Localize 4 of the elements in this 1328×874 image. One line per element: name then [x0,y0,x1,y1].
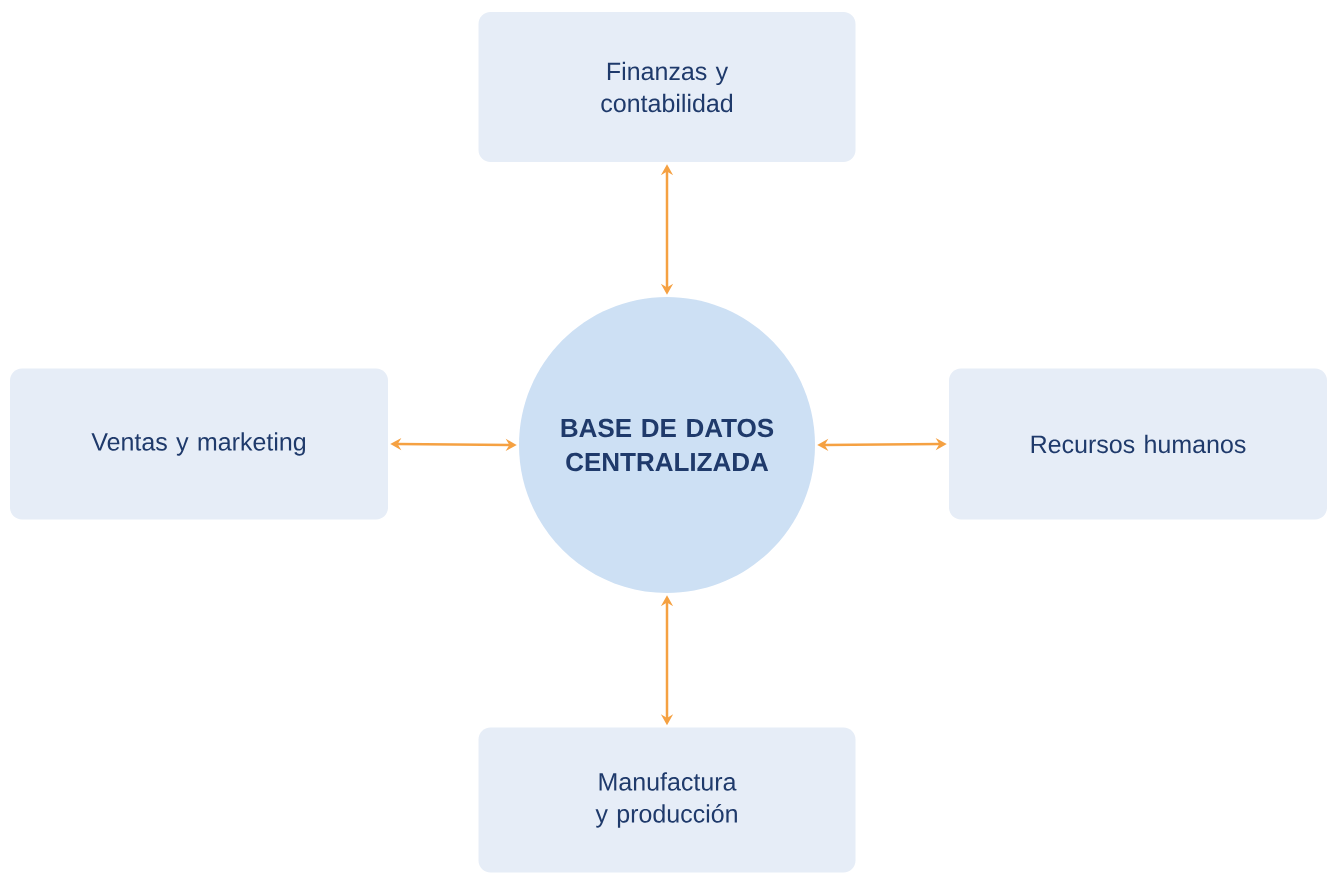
department-box: Manufactura y producción [478,727,856,873]
department-box: Ventas y marketing [10,368,388,520]
department-box: Finanzas y contabilidad [478,12,856,162]
department-box: Recursos humanos [949,368,1327,520]
